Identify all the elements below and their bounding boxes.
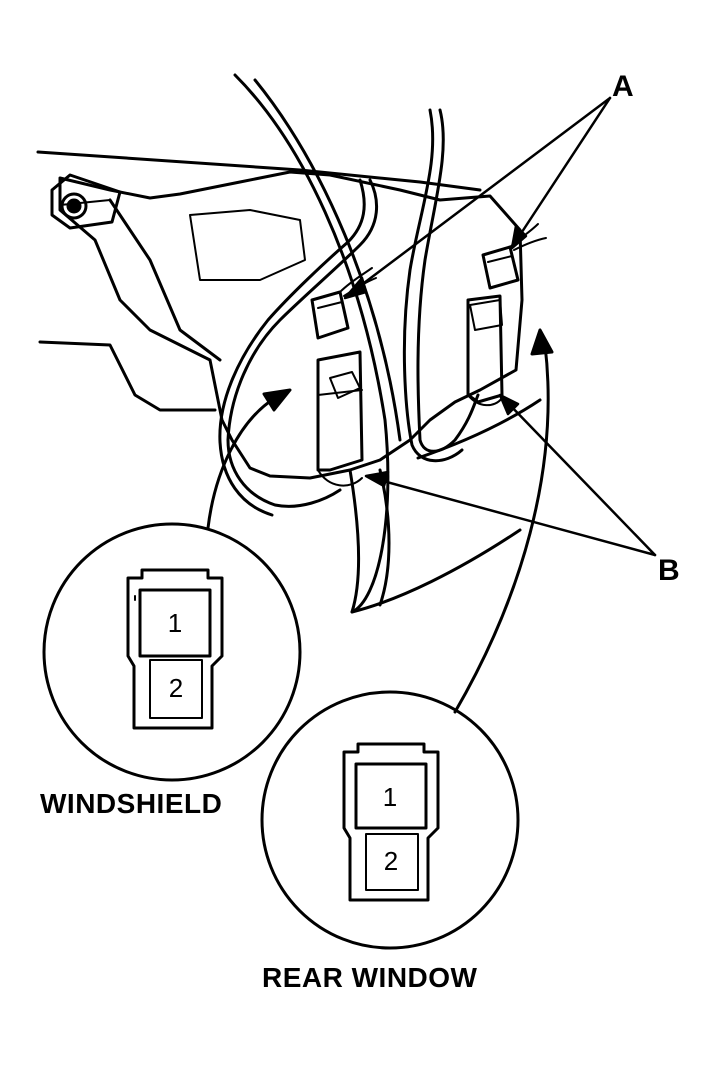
rear-window-pin-1: 1 <box>383 782 397 812</box>
windshield-connector-detail <box>42 522 302 782</box>
callout-a-label: A <box>612 70 634 103</box>
rear-window-washer-pump <box>466 294 504 407</box>
callout-b-label: B <box>658 554 680 587</box>
windshield-pin-2: 2 <box>169 673 183 703</box>
mounting-bracket <box>50 173 122 230</box>
rear-window-caption: REAR WINDOW <box>262 962 478 993</box>
inner-fender-panel <box>348 398 542 614</box>
windshield-washer-pump <box>316 350 364 487</box>
rear-window-connector-detail <box>260 690 520 950</box>
detail-arrow-rear-window <box>453 328 554 714</box>
callout-b-leaders <box>364 393 657 557</box>
detail-arrow-windshield <box>206 388 292 530</box>
rear-window-pin-2: 2 <box>384 846 398 876</box>
callout-a-leaders <box>343 96 612 300</box>
windshield-caption: WINDSHIELD <box>40 788 223 819</box>
body-panel-lines <box>36 73 482 614</box>
washer-hoses <box>218 108 480 517</box>
washer-reservoir-tank <box>58 170 524 480</box>
windshield-pin-1: 1 <box>168 608 182 638</box>
